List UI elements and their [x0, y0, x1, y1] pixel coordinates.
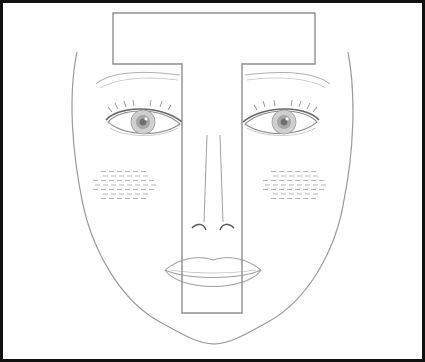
nostril-left [192, 224, 206, 230]
face-outline [72, 52, 353, 344]
nostril-right [220, 224, 234, 230]
left-eye [106, 100, 182, 136]
nose-bridge-left [204, 135, 207, 222]
left-brow-inner [100, 78, 178, 88]
left-cheek-dashes [93, 172, 156, 199]
right-brow-inner [247, 78, 326, 88]
right-eye [243, 100, 319, 136]
right-cheek-dashes [263, 172, 326, 199]
nose-bridge-right [220, 135, 223, 222]
lips [165, 258, 261, 287]
